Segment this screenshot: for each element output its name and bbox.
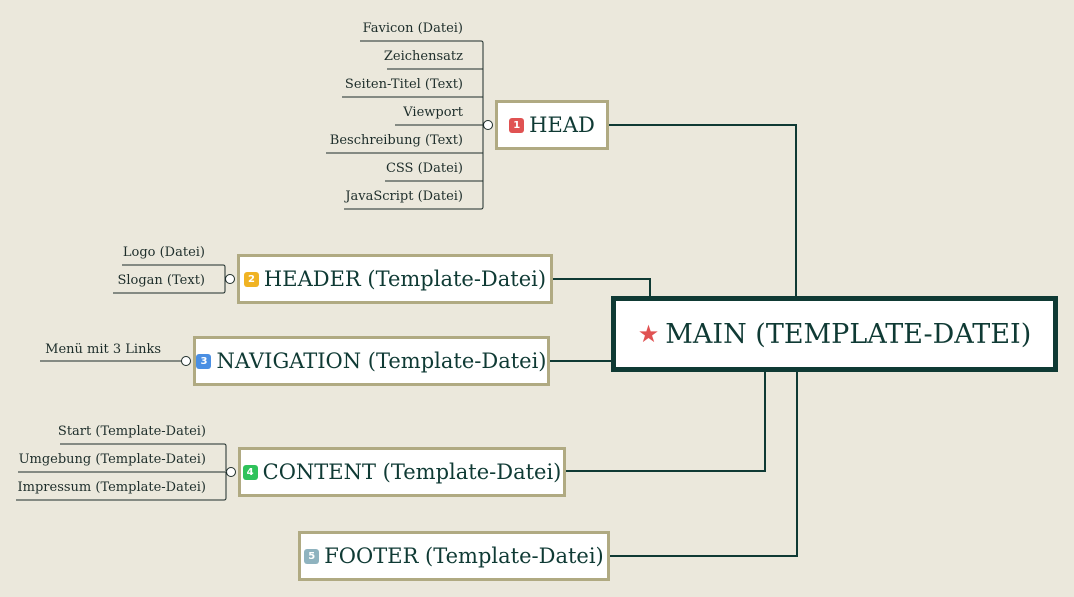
leaf-umgebung[interactable]: Umgebung (Template-Datei) xyxy=(18,452,206,467)
leaf-menu[interactable]: Menü mit 3 Links xyxy=(45,342,161,357)
main-node[interactable]: ★ MAIN (TEMPLATE-DATEI) xyxy=(611,296,1058,372)
node-content-label: CONTENT (Template-Datei) xyxy=(262,460,562,484)
collapse-handle-head xyxy=(483,120,493,130)
leaf-impressum[interactable]: Impressum (Template-Datei) xyxy=(17,480,206,495)
leaf-javascript[interactable]: JavaScript (Datei) xyxy=(345,189,463,204)
leaf-css[interactable]: CSS (Datei) xyxy=(385,161,463,176)
badge-2: 2 xyxy=(243,271,259,287)
leaf-line-header xyxy=(113,264,226,294)
leaf-line-head xyxy=(326,40,484,210)
node-header[interactable]: 2 HEADER (Template-Datei) xyxy=(237,254,553,304)
leaf-favicon[interactable]: Favicon (Datei) xyxy=(362,21,463,36)
badge-3: 3 xyxy=(196,353,212,369)
leaf-logo[interactable]: Logo (Datei) xyxy=(122,245,205,260)
collapse-handle-header xyxy=(225,274,235,284)
collapse-handle-navigation xyxy=(181,356,191,366)
collapse-handle-content xyxy=(226,467,236,477)
connector-head xyxy=(608,124,797,298)
connector-footer xyxy=(608,372,798,557)
node-head[interactable]: 1 HEAD xyxy=(495,100,609,150)
node-footer[interactable]: 5 FOOTER (Template-Datei) xyxy=(298,531,610,581)
badge-5: 5 xyxy=(304,548,320,564)
node-navigation-label: NAVIGATION (Template-Datei) xyxy=(216,349,547,373)
connector-content xyxy=(565,372,766,472)
node-header-label: HEADER (Template-Datei) xyxy=(263,267,547,291)
node-head-label: HEAD xyxy=(529,113,595,137)
leaf-zeichensatz[interactable]: Zeichensatz xyxy=(383,49,463,64)
leaf-line-content xyxy=(16,443,227,501)
leaf-slogan[interactable]: Slogan (Text) xyxy=(117,273,205,288)
leaf-beschreibung[interactable]: Beschreibung (Text) xyxy=(329,133,463,148)
main-node-label: MAIN (TEMPLATE-DATEI) xyxy=(665,318,1032,350)
node-navigation[interactable]: 3 NAVIGATION (Template-Datei) xyxy=(193,336,550,386)
connector-header xyxy=(552,278,651,298)
star-icon: ★ xyxy=(637,320,660,348)
leaf-seiten-titel[interactable]: Seiten-Titel (Text) xyxy=(344,77,463,92)
badge-1: 1 xyxy=(509,117,525,133)
leaf-viewport[interactable]: Viewport xyxy=(403,105,463,120)
leaf-start[interactable]: Start (Template-Datei) xyxy=(57,424,206,439)
badge-4: 4 xyxy=(242,464,258,480)
node-content[interactable]: 4 CONTENT (Template-Datei) xyxy=(238,447,566,497)
node-footer-label: FOOTER (Template-Datei) xyxy=(324,544,604,568)
